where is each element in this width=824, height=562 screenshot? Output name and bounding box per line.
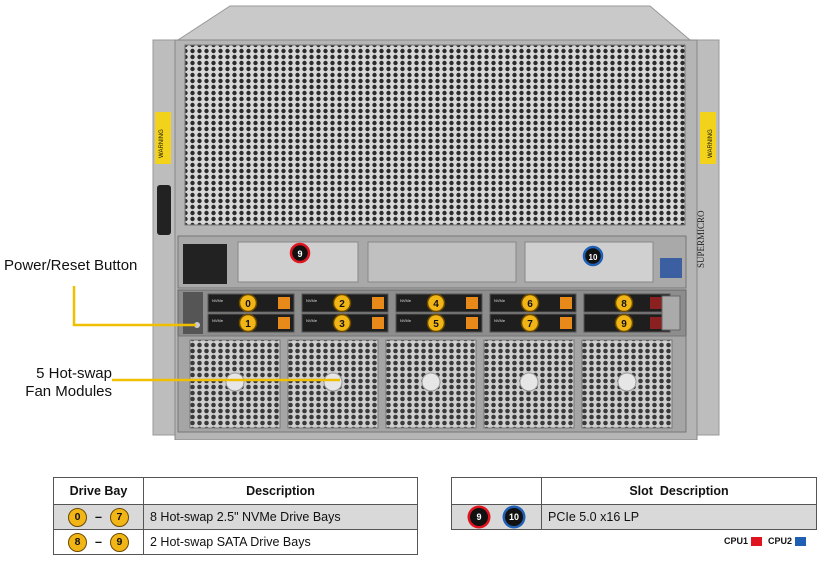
- warning-text-right: WARNING: [708, 129, 714, 158]
- cpu-legend: CPU1 CPU2: [724, 536, 812, 547]
- drive-badge: [332, 313, 352, 333]
- drive-badge: [426, 313, 446, 333]
- fan-modules: [189, 339, 673, 429]
- warning-label-right: [700, 112, 716, 164]
- drive-badge: [238, 313, 258, 333]
- row-description: 8 Hot-swap 2.5" NVMe Drive Bays: [143, 504, 418, 530]
- drive-latch[interactable]: [278, 297, 290, 309]
- table-row: 8–9 2 Hot-swap SATA Drive Bays: [53, 529, 418, 555]
- drive-latch[interactable]: [372, 297, 384, 309]
- drive-latch[interactable]: [650, 317, 664, 329]
- legend-cpu2-label: CPU2: [768, 536, 793, 546]
- nvme-tag: NVMe: [400, 318, 412, 323]
- drive-badge: [520, 293, 540, 313]
- drive-badge-label: 0: [245, 299, 251, 310]
- svg-text:9: 9: [297, 249, 302, 259]
- drive-badge-label: 4: [433, 299, 439, 310]
- warning-label-left: [155, 112, 171, 164]
- slot-icon-header: [451, 477, 542, 505]
- bay-badge: 0: [68, 507, 88, 527]
- front-grille: [184, 44, 686, 226]
- legend-cpu1-swatch: [751, 537, 763, 547]
- drive-badge: [238, 293, 258, 313]
- drive-badge-label: 2: [339, 299, 345, 310]
- power-ports: [183, 244, 227, 284]
- drive-badge: [520, 313, 540, 333]
- callout-power-reset: Power/Reset Button: [4, 257, 138, 274]
- drive-badge-label: 6: [527, 299, 533, 310]
- drive-badge: [614, 313, 634, 333]
- slot-badge: 9: [470, 508, 489, 526]
- drive-latch[interactable]: [278, 317, 290, 329]
- drive-latch[interactable]: [650, 297, 664, 309]
- slot-description-header: Slot Description: [541, 477, 817, 505]
- nvme-tag: NVMe: [212, 318, 224, 323]
- legend-cpu1-label: CPU1: [724, 536, 749, 546]
- bay-badge: 7: [109, 507, 129, 527]
- nvme-tag: NVMe: [400, 298, 412, 303]
- slot-badge-9: [289, 242, 311, 264]
- drive-badge: [614, 293, 634, 313]
- callout-fan-modules: 5 Hot-swap Fan Modules: [20, 365, 112, 401]
- drive-badge-label: 5: [433, 319, 439, 330]
- nvme-tag: NVMe: [494, 318, 506, 323]
- drive-bay-header: Drive Bay: [53, 477, 144, 505]
- drive-bay-table: Drive Bay Description 0–7 8 Hot-swap 2.5…: [53, 477, 418, 555]
- drive-latch[interactable]: [372, 317, 384, 329]
- legend-cpu2-swatch: [795, 537, 807, 547]
- slot-badge: 10: [504, 508, 523, 526]
- callout-fans-line2: Fan Modules: [25, 383, 112, 400]
- nvme-tag: NVMe: [494, 298, 506, 303]
- drive-latch[interactable]: [466, 317, 478, 329]
- nvme-tag: NVMe: [306, 298, 318, 303]
- slot-badge-10: [582, 245, 604, 267]
- drive-badge-label: 7: [527, 319, 533, 330]
- drive-badge-label: 3: [339, 319, 345, 330]
- svg-text:10: 10: [589, 253, 598, 262]
- row-description: 2 Hot-swap SATA Drive Bays: [143, 529, 418, 555]
- fan-hub-icon: [519, 372, 539, 392]
- nvme-tag: NVMe: [306, 318, 318, 323]
- row-description: PCIe 5.0 x16 LP: [541, 504, 817, 530]
- bay-badge: 8: [68, 532, 88, 552]
- drive-badge-label: 1: [245, 319, 251, 330]
- drive-latch[interactable]: [560, 297, 572, 309]
- callout-fans-line1: 5 Hot-swap: [36, 365, 112, 382]
- brand-logo: SUPERMICRO: [696, 210, 706, 268]
- drive-badge: [332, 293, 352, 313]
- nvme-tag: NVMe: [212, 298, 224, 303]
- drive-badge-label: 9: [621, 319, 627, 330]
- fan-hub-icon: [617, 372, 637, 392]
- description-header: Description: [143, 477, 418, 505]
- bay-badge: 9: [109, 532, 129, 552]
- power-button-icon: [194, 322, 200, 328]
- fan-hub-icon: [225, 372, 245, 392]
- table-row: 9 10 PCIe 5.0 x16 LP: [451, 504, 817, 530]
- left-handle[interactable]: [157, 185, 171, 235]
- fan-hub-icon: [323, 372, 343, 392]
- slot-table: Slot Description 9 10 PCIe 5.0 x16 LP: [451, 477, 817, 530]
- drive-badge-label: 8: [621, 299, 627, 310]
- drive-badge: [426, 293, 446, 313]
- drive-latch[interactable]: [466, 297, 478, 309]
- table-row: 0–7 8 Hot-swap 2.5" NVMe Drive Bays: [53, 504, 418, 530]
- usb-ports: [660, 258, 682, 278]
- serial-port: [661, 295, 681, 331]
- warning-text-left: WARNING: [159, 129, 165, 158]
- drive-latch[interactable]: [560, 317, 572, 329]
- fan-hub-icon: [421, 372, 441, 392]
- callout-line-power: [72, 286, 196, 327]
